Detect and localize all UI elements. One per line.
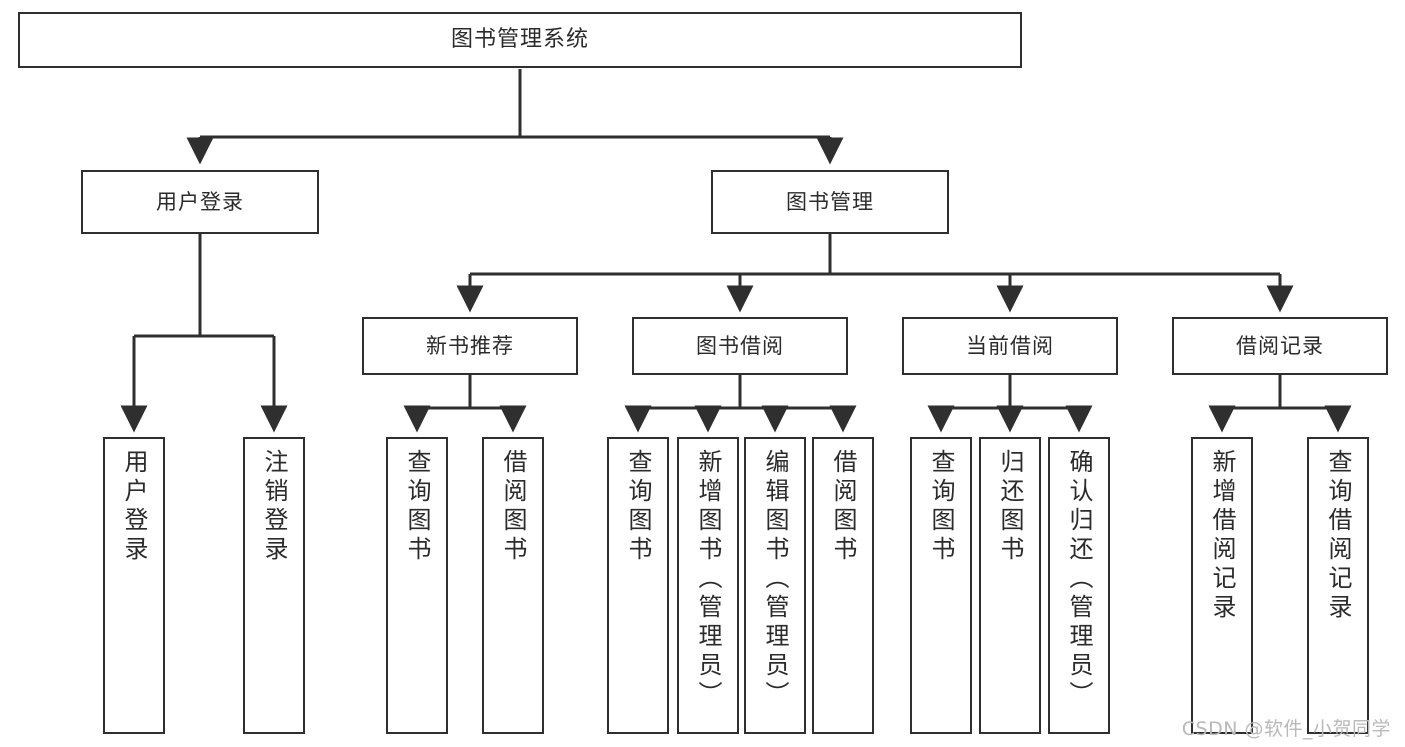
leaf-record-query-borrow-record[interactable]: 查询借阅记录 — [1307, 437, 1369, 734]
watermark-text: CSDN @软件_小贺同学 — [1181, 718, 1391, 740]
leaf-borrow-add-book-admin[interactable]: 新增图书（管理员） — [677, 437, 739, 734]
node-label: 图书借阅 — [696, 333, 784, 358]
leaf-user-login-signin[interactable]: 用户登录 — [103, 437, 165, 734]
node-label: 注销登录 — [260, 449, 288, 565]
leaf-user-login-signout[interactable]: 注销登录 — [243, 437, 305, 734]
node-label: 当前借阅 — [966, 333, 1054, 358]
node-new-book-recommend[interactable]: 新书推荐 — [362, 317, 578, 375]
node-label: 图书管理 — [786, 189, 874, 214]
node-label: 用户登录 — [156, 189, 244, 214]
node-label: 查询图书 — [624, 449, 652, 565]
node-book-management[interactable]: 图书管理 — [711, 170, 949, 234]
leaf-new-book-borrow[interactable]: 借阅图书 — [482, 437, 544, 734]
node-label: 新增借阅记录 — [1208, 449, 1236, 623]
node-label: 借阅图书 — [829, 449, 857, 565]
node-label: 查询图书 — [403, 449, 431, 565]
node-root-book-management-system[interactable]: 图书管理系统 — [18, 12, 1022, 68]
leaf-borrow-borrow-book[interactable]: 借阅图书 — [812, 437, 874, 734]
node-user-login[interactable]: 用户登录 — [81, 170, 319, 234]
node-label: 用户登录 — [120, 449, 148, 565]
leaf-borrow-edit-book-admin[interactable]: 编辑图书（管理员） — [744, 437, 806, 734]
node-label: 图书管理系统 — [450, 27, 589, 53]
node-label: 新书推荐 — [426, 333, 514, 358]
node-label: 查询图书 — [927, 449, 955, 565]
leaf-current-return-book[interactable]: 归还图书 — [979, 437, 1041, 734]
node-label: 归还图书 — [996, 449, 1024, 565]
leaf-new-book-query[interactable]: 查询图书 — [386, 437, 448, 734]
leaf-borrow-query-book[interactable]: 查询图书 — [607, 437, 669, 734]
node-book-borrow[interactable]: 图书借阅 — [632, 317, 848, 375]
node-label: 编辑图书（管理员） — [761, 449, 789, 710]
leaf-record-add-borrow-record[interactable]: 新增借阅记录 — [1191, 437, 1253, 734]
node-label: 查询借阅记录 — [1324, 449, 1352, 623]
leaf-current-query-book[interactable]: 查询图书 — [910, 437, 972, 734]
node-current-borrow[interactable]: 当前借阅 — [902, 317, 1118, 375]
leaf-current-confirm-return-admin[interactable]: 确认归还（管理员） — [1048, 437, 1110, 734]
node-label: 新增图书（管理员） — [694, 449, 722, 710]
node-label: 确认归还（管理员） — [1065, 449, 1093, 710]
node-label: 借阅图书 — [499, 449, 527, 565]
node-label: 借阅记录 — [1236, 333, 1324, 358]
node-borrow-record[interactable]: 借阅记录 — [1172, 317, 1388, 375]
